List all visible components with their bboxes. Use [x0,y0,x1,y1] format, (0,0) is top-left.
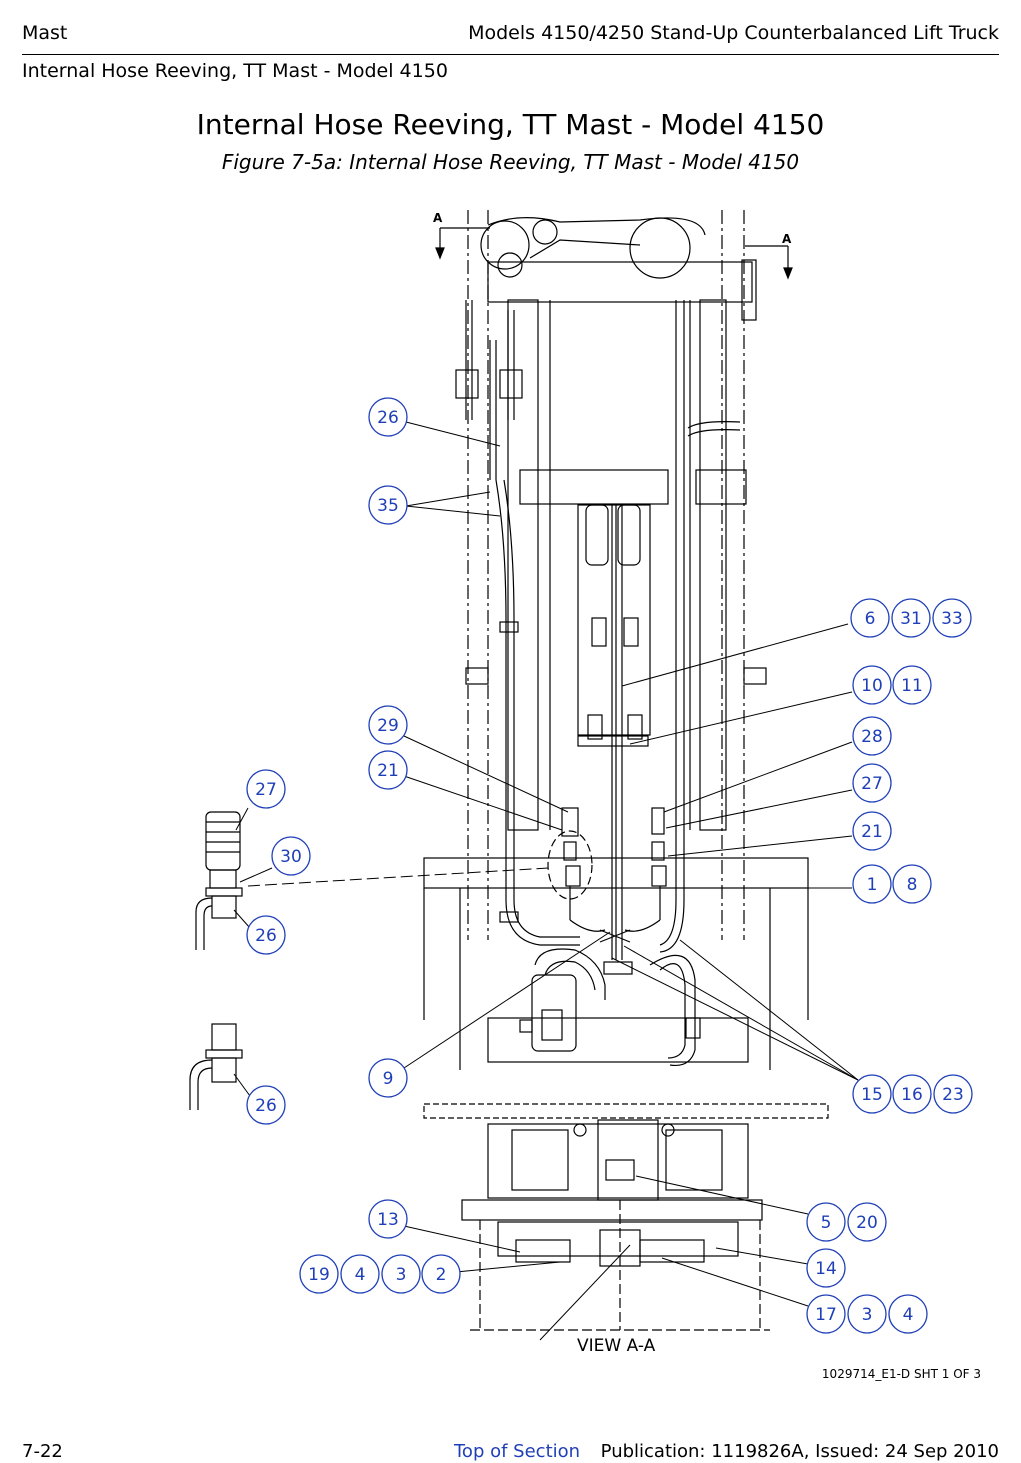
mid-fittings [547,807,667,932]
page-number: 7-22 [22,1441,63,1462]
outer-mast-rails [467,210,745,940]
callout-label: 13 [377,1210,399,1230]
callout-bubble: 27 [246,769,286,809]
header-document-title: Models 4150/4250 Stand-Up Counterbalance… [468,22,999,44]
callout-bubble: 31 [891,598,931,638]
callout-bubble: 4 [340,1254,380,1294]
callout-bubble: 26 [246,1085,286,1125]
callout-bubble: 3 [381,1254,421,1294]
callout-bubble: 30 [271,836,311,876]
callout-bubble: 9 [368,1058,408,1098]
callout-bubble: 3 [847,1294,887,1334]
callout-label: 4 [355,1265,366,1285]
callout-bubble: 26 [246,915,286,955]
callout-label: 31 [900,609,922,629]
callout-bubble: 21 [852,811,892,851]
header-rule [22,54,999,55]
callout-bubble: 16 [892,1074,932,1114]
section-marker-left: A [433,211,443,225]
callout-bubble: 14 [806,1248,846,1288]
callout-bubble: 26 [368,397,408,437]
callout-label: 9 [383,1069,394,1089]
base-carriage [423,857,809,1070]
callout-label: 1 [867,875,878,895]
callout-label: 27 [255,780,277,800]
callout-label: 23 [942,1085,964,1105]
section-marker-right: A [782,232,792,246]
right-hose-run [659,300,685,953]
leader-lines [233,421,859,1341]
header-subsection: Internal Hose Reeving, TT Mast - Model 4… [22,60,448,82]
callout-bubble: 29 [368,705,408,745]
callout-label: 11 [901,676,923,696]
callout-bubble: 21 [368,750,408,790]
page-title: Internal Hose Reeving, TT Mast - Model 4… [196,108,825,141]
callout-bubble: 1 [852,864,892,904]
callout-bubble: 10 [852,665,892,705]
publication-info: Publication: 1119826A, Issued: 24 Sep 20… [600,1441,999,1462]
callout-label: 4 [903,1305,914,1325]
callout-bubble: 6 [850,598,890,638]
top-of-section-link[interactable]: Top of Section [454,1441,581,1462]
callout-bubble: 28 [852,716,892,756]
callout-label: 3 [862,1305,873,1325]
callout-label: 29 [377,716,399,736]
header-section: Mast [22,22,68,44]
free-lift-cylinder [577,504,651,960]
callout-bubble: 23 [933,1074,973,1114]
callouts: 26 35 6 31 33 10 11 29 21 28 27 27 30 21… [246,397,973,1334]
callout-label: 2 [436,1265,447,1285]
view-label: VIEW A-A [577,1336,656,1356]
callout-bubble: 2 [421,1254,461,1294]
callout-bubble: 13 [368,1199,408,1239]
callout-label: 26 [255,1096,277,1116]
callout-label: 17 [815,1305,837,1325]
callout-bubble: 15 [852,1074,892,1114]
callout-label: 26 [377,408,399,428]
callout-label: 20 [856,1213,878,1233]
callout-bubble: 8 [892,864,932,904]
callout-label: 27 [861,774,883,794]
callout-label: 30 [280,847,302,867]
carriage-crossmember [519,421,747,505]
callout-label: 3 [396,1265,407,1285]
callout-bubble: 17 [806,1294,846,1334]
callout-bubble: 20 [847,1202,887,1242]
callout-label: 6 [865,609,876,629]
callout-bubble: 5 [806,1202,846,1242]
callout-label: 28 [861,727,883,747]
figure-caption: Figure 7-5a: Internal Hose Reeving, TT M… [221,150,800,174]
callout-label: 10 [861,676,883,696]
callout-label: 19 [308,1265,330,1285]
view-a-a [423,1103,829,1331]
callout-bubble: 27 [852,763,892,803]
callout-label: 26 [255,926,277,946]
left-hose-run [495,479,580,946]
detail-elbow-fitting [189,1023,243,1110]
callout-label: 14 [815,1259,837,1279]
lower-cylinder-base [519,929,701,1067]
drawing-number: 1029714_E1-D SHT 1 OF 3 [821,1367,981,1381]
callout-label: 21 [861,822,883,842]
section-line [435,227,793,280]
callout-label: 15 [861,1085,883,1105]
hose-reeving-diagram: A A VIEW A-A 26 35 6 31 33 10 11 29 21 2… [189,210,973,1356]
callout-bubble: 11 [892,665,932,705]
callout-bubble: 19 [299,1254,339,1294]
inner-uprights [507,299,727,831]
callout-label: 5 [821,1213,832,1233]
callout-label: 35 [377,496,399,516]
callout-bubble: 4 [888,1294,928,1334]
mast-pins [465,667,767,685]
callout-label: 33 [941,609,963,629]
callout-label: 8 [907,875,918,895]
top-crosshead [480,217,757,321]
callout-bubble: 33 [932,598,972,638]
detail-quick-disconnect [195,811,243,950]
callout-label: 16 [901,1085,923,1105]
callout-bubble: 35 [368,485,408,525]
upper-hose-fittings [455,300,523,480]
callout-label: 21 [377,761,399,781]
